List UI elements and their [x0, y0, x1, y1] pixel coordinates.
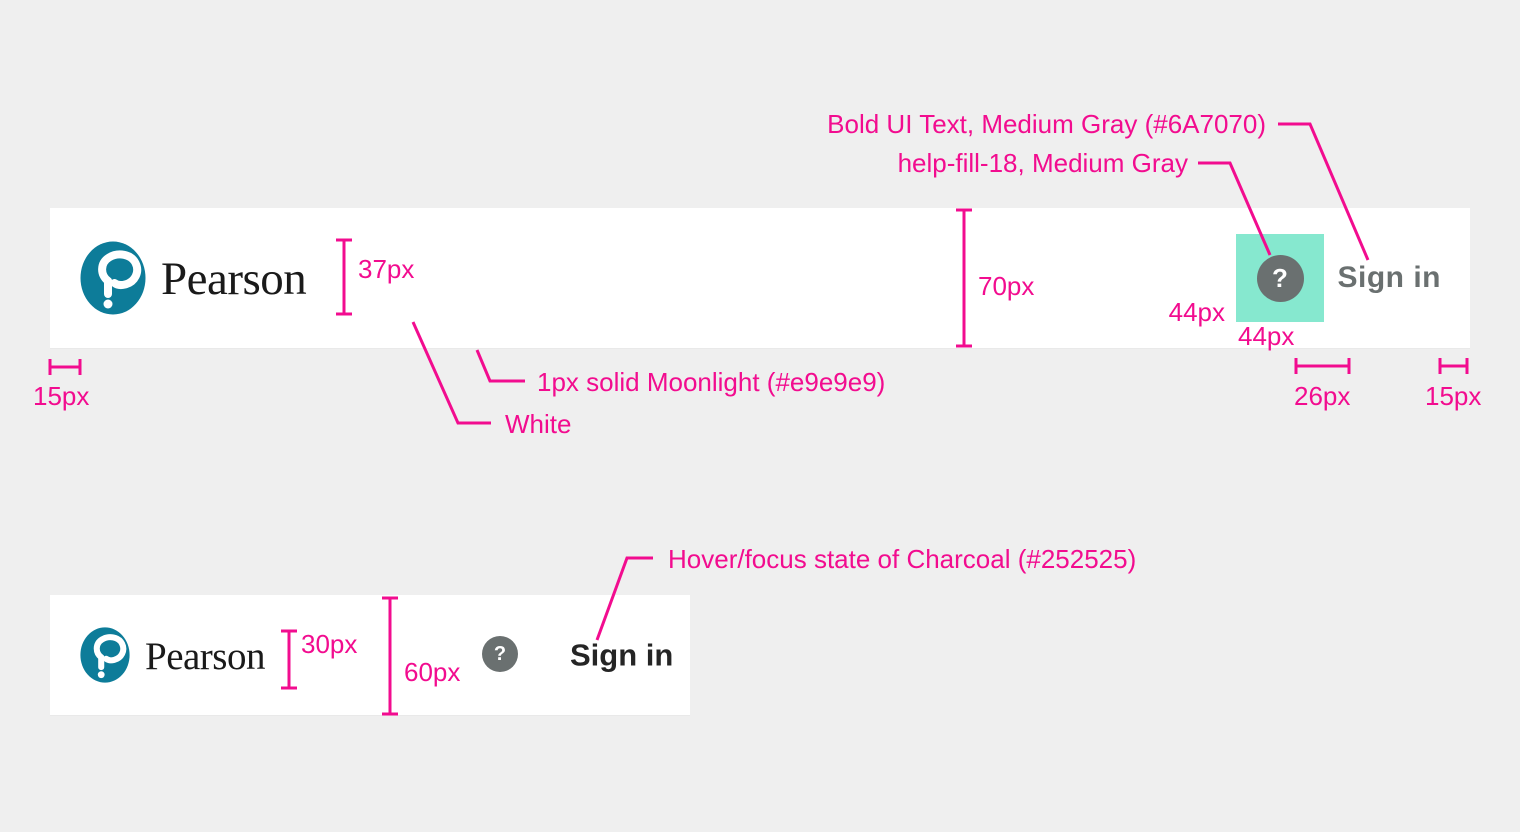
annotation-hover-state: Hover/focus state of Charcoal (#252525)	[668, 544, 1137, 574]
label-signin-gap: 26px	[1294, 381, 1351, 411]
pearson-wordmark: Pearson	[161, 252, 307, 305]
pearson-brand-link-compact[interactable]: Pearson	[80, 595, 265, 715]
label-header-height: 70px	[978, 271, 1035, 301]
annotation-bold-ui-text: Bold UI Text, Medium Gray (#6A7070)	[827, 109, 1266, 139]
help-icon: ?	[493, 642, 507, 665]
pearson-wordmark: Pearson	[145, 634, 265, 678]
help-button[interactable]: ?	[1256, 254, 1304, 302]
label-right-padding: 15px	[1425, 381, 1482, 411]
help-hit-area-highlight: ?	[1236, 234, 1324, 322]
label-compact-logo-height: 30px	[301, 629, 358, 659]
label-left-padding: 15px	[33, 381, 90, 411]
label-logo-height: 37px	[358, 254, 415, 284]
annotation-border: 1px solid Moonlight (#e9e9e9)	[537, 367, 886, 397]
pearson-logo-icon	[80, 627, 130, 683]
label-help-target-height: 44px	[1238, 321, 1295, 351]
leader-line-border	[475, 349, 525, 383]
label-help-target-width: 44px	[1168, 297, 1225, 327]
sign-in-link-hover-state[interactable]: Sign in	[570, 637, 674, 673]
pearson-brand-link[interactable]: Pearson	[80, 208, 307, 348]
help-icon: ?	[1272, 262, 1288, 293]
header-compact: Pearson ? Sign in	[50, 595, 690, 716]
help-button-compact[interactable]: ?	[482, 636, 518, 672]
annotation-help-fill: help-fill-18, Medium Gray	[897, 148, 1188, 178]
annotation-white-background: White	[505, 409, 572, 439]
sign-in-link[interactable]: Sign in	[1337, 261, 1441, 294]
label-compact-header-height: 60px	[404, 657, 461, 687]
pearson-logo-icon	[80, 241, 146, 315]
